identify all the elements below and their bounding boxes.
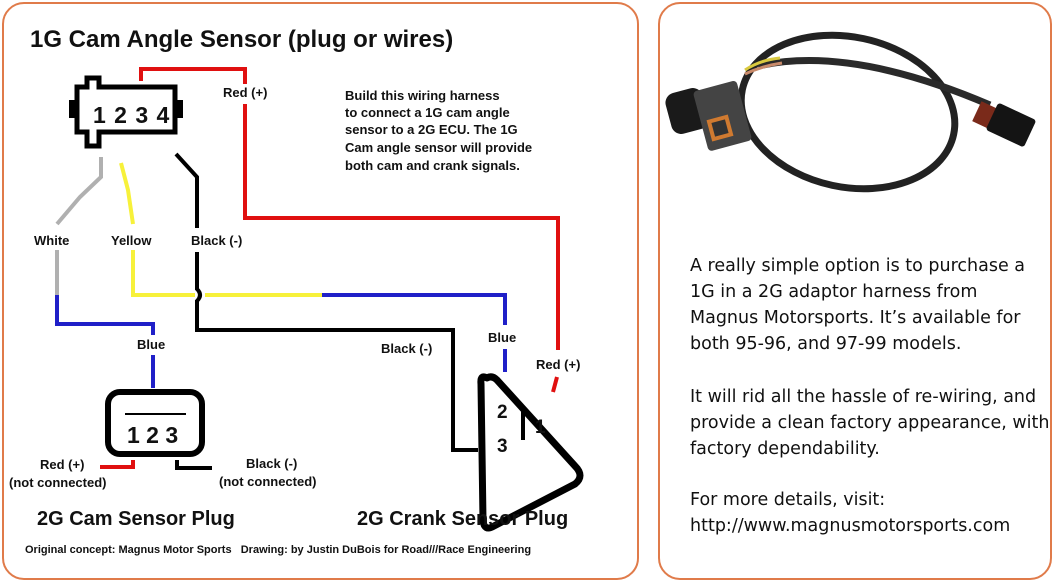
yellow-wire-lower [131, 250, 195, 297]
black-wire-top [174, 152, 199, 228]
cam-black-stub [175, 460, 212, 470]
2g-cam-sensor-plug: 1 2 3 [105, 389, 205, 457]
harness-photo [665, 31, 1036, 193]
magnus-motorsports-link[interactable]: http://www.magnusmotorsports.com [690, 516, 1011, 536]
cam-red-label: Red (+) [40, 457, 84, 472]
cam-plug-title: 2G Cam Sensor Plug [37, 508, 235, 530]
description-line: sensor to a 2G ECU. The 1G [345, 122, 518, 137]
product-more-info: For more details, visit: http://www.magn… [690, 487, 1050, 539]
diagram-description: Build this wiring harness to connect a 1… [345, 88, 532, 173]
diagram-title: 1G Cam Angle Sensor (plug or wires) [30, 26, 453, 53]
label-black-top: Black (-) [191, 233, 242, 248]
product-para-2: It will rid all the hassle of re-wiring,… [690, 387, 1050, 459]
label-blue-left: Blue [137, 337, 165, 352]
red-wire [243, 104, 560, 350]
label-red-crank: Red (+) [536, 357, 580, 372]
cam-red-stub [100, 460, 135, 469]
product-description: A really simple option is to purchase a … [690, 253, 1050, 357]
description-line: to connect a 1G cam angle [345, 105, 510, 120]
crank-pin-1: 1 [535, 417, 546, 438]
1g-connector-pins: 1 2 3 4 [93, 102, 170, 128]
label-black-crank: Black (-) [381, 341, 432, 356]
diagram-credits: Original concept: Magnus Motor Sports Dr… [25, 544, 531, 556]
more-details-label: For more details, visit: [690, 490, 886, 510]
blue-wire-left [55, 295, 155, 335]
label-yellow: Yellow [111, 233, 152, 248]
crank-pin-3: 3 [497, 436, 508, 457]
description-line: both cam and crank signals. [345, 158, 520, 173]
description-line: Build this wiring harness [345, 88, 500, 103]
red-wire-crank-stub [551, 376, 559, 393]
2g-crank-sensor-plug: 2 3 1 [477, 373, 584, 532]
blue-wire-crank [322, 293, 507, 325]
cam-black-note: (not connected) [219, 474, 317, 489]
1g-cam-angle-sensor-connector: 1 2 3 4 [69, 75, 183, 149]
crank-plug-title: 2G Crank Sensor Plug [357, 508, 568, 530]
yellow-wire [119, 162, 135, 225]
product-benefits: It will rid all the hassle of re-wiring,… [690, 384, 1050, 462]
crank-pin-2: 2 [497, 402, 508, 423]
label-white: White [34, 233, 69, 248]
red-wire-top [139, 67, 247, 84]
product-para-1: A really simple option is to purchase a … [690, 256, 1025, 354]
label-blue-crank: Blue [488, 330, 516, 345]
cam-red-note: (not connected) [9, 475, 107, 490]
cam-plug-pins: 1 2 3 [127, 422, 178, 448]
label-red-top: Red (+) [223, 85, 267, 100]
description-line: Cam angle sensor will provide [345, 140, 532, 155]
cam-black-label: Black (-) [246, 456, 297, 471]
white-wire [55, 157, 103, 226]
black-wire-hop [195, 252, 478, 452]
